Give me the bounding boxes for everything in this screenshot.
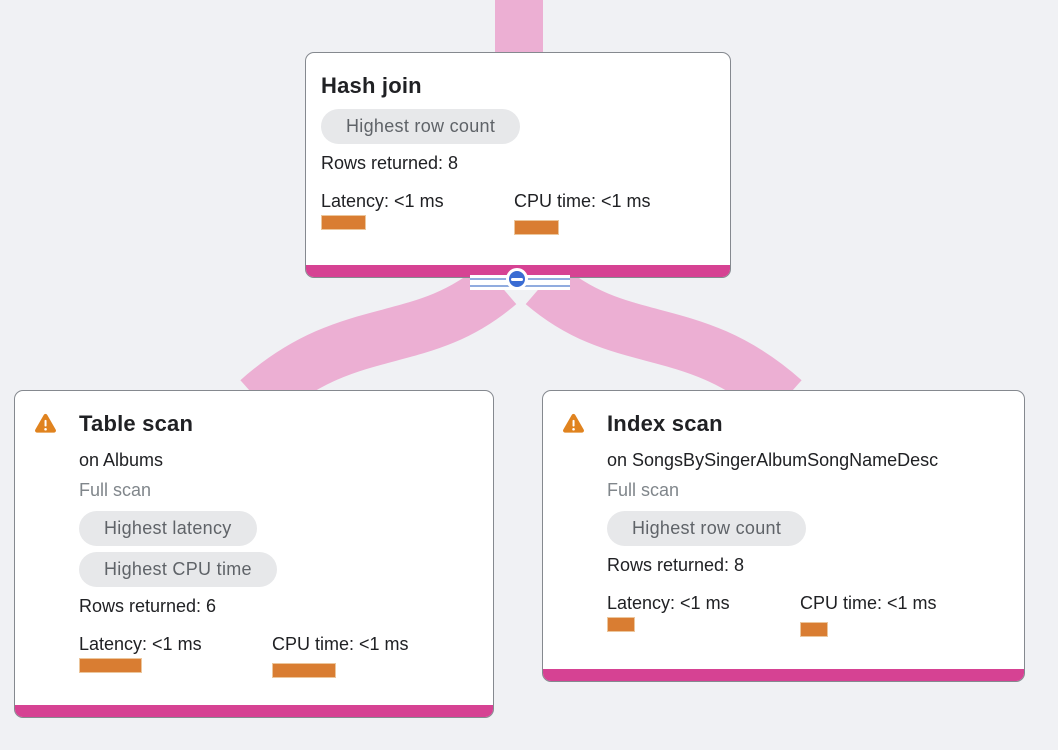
warning-icon — [562, 413, 585, 434]
edge-hash-join-to-index-scan — [525, 263, 802, 421]
scan-type-text: Full scan — [79, 480, 152, 500]
cpu-time-bar — [514, 220, 559, 235]
node-card-table-scan[interactable]: Table scan on Albums Full scan Highest l… — [14, 390, 494, 718]
rows-returned-text: Rows returned: 6 — [79, 596, 217, 616]
latency-bar — [321, 215, 366, 230]
node-title: Table scan — [79, 411, 194, 436]
badge-highest-row-count: Highest row count — [607, 511, 807, 546]
cpu-time-label: CPU time: <1 ms — [272, 634, 409, 654]
edge-parent-to-hash-join — [495, 0, 543, 56]
warning-icon — [34, 413, 57, 434]
node-card-index-scan[interactable]: Index scan on SongsBySingerAlbumSongName… — [542, 390, 1025, 682]
latency-label: Latency: <1 ms — [321, 191, 444, 211]
rows-returned-text: Rows returned: 8 — [321, 153, 459, 173]
cpu-time-label: CPU time: <1 ms — [514, 191, 651, 211]
node-card-hash-join[interactable]: Hash join Highest row count Rows returne… — [305, 52, 731, 278]
cpu-time-bar — [272, 663, 336, 678]
cpu-time-label: CPU time: <1 ms — [800, 593, 937, 613]
rows-returned-text: Rows returned: 8 — [607, 555, 745, 575]
badge-highest-row-count: Highest row count — [321, 109, 521, 144]
node-title: Hash join — [321, 73, 422, 98]
collapse-strip — [470, 268, 570, 290]
node-title: Index scan — [607, 411, 723, 436]
latency-label: Latency: <1 ms — [79, 634, 202, 654]
badge-highest-cpu-time: Highest CPU time — [79, 552, 277, 587]
node-accent-bar — [543, 669, 1024, 681]
badge-highest-latency: Highest latency — [79, 511, 257, 546]
edge-hash-join-to-table-scan — [240, 263, 517, 421]
collapse-children-button[interactable] — [506, 268, 528, 290]
latency-label: Latency: <1 ms — [607, 593, 730, 613]
node-subtitle: on SongsBySingerAlbumSongNameDesc — [607, 450, 939, 470]
latency-bar — [79, 658, 142, 673]
latency-bar — [607, 617, 635, 632]
node-accent-bar — [15, 705, 493, 717]
scan-type-text: Full scan — [607, 480, 680, 500]
cpu-time-bar — [800, 622, 828, 637]
minus-icon — [511, 277, 523, 281]
node-subtitle: on Albums — [79, 450, 164, 470]
